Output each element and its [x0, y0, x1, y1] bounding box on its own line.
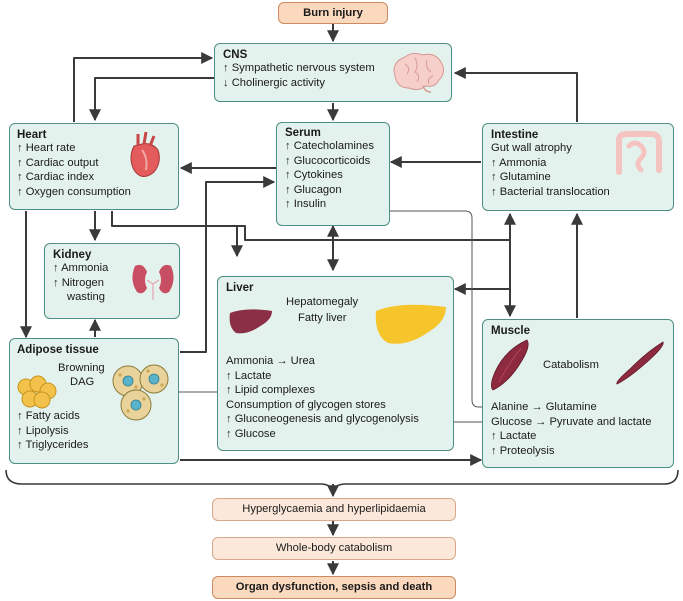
- arrow-intestine-to-cns: [453, 67, 578, 122]
- adipose-title: Adipose tissue: [17, 344, 99, 356]
- serum-line: ↑ Cytokines: [285, 169, 343, 182]
- heart-line: ↑ Heart rate: [17, 142, 76, 154]
- heart-organ-icon: [130, 131, 160, 177]
- cns-line: ↑ Sympathetic nervous system: [223, 62, 375, 74]
- liver-box: Liver Hepatomegaly Fatty liver Ammonia →…: [217, 276, 454, 451]
- intestine-title: Intestine: [491, 129, 539, 141]
- liver-line: ↑ Lactate: [226, 369, 272, 382]
- muscle-catabolism-label: Catabolism: [543, 359, 599, 371]
- outcome-box-final: Organ dysfunction, sepsis and death: [212, 576, 456, 599]
- kidney-icon: [132, 264, 174, 300]
- kidney-line: ↑ Nitrogen: [53, 276, 104, 289]
- heart-line: ↑ Oxygen consumption: [17, 185, 131, 198]
- heart-line: ↑ Cardiac index: [17, 171, 95, 184]
- liver-line: Consumption of glycogen stores: [226, 398, 386, 411]
- brain-icon: [393, 52, 445, 93]
- muscle-line: ↑ Lactate: [491, 430, 537, 443]
- burn-injury-box: Burn injury: [278, 2, 388, 24]
- arrow-cns-to-heart: [89, 77, 214, 122]
- adipose-line: ↑ Lipolysis: [17, 424, 69, 437]
- adipose-dag-label: DAG: [70, 376, 95, 388]
- muscle-line: Alanine → Glutamine: [491, 401, 597, 413]
- outcome-label: Whole-body catabolism: [275, 542, 393, 554]
- adipose-line: ↑ Triglycerides: [17, 439, 89, 452]
- liver-line: ↑ Glucose: [226, 427, 276, 440]
- intestine-box: Intestine Gut wall atrophy ↑ Ammonia ↑ G…: [482, 123, 674, 211]
- liver-icon: [229, 309, 272, 334]
- adipose-box: Adipose tissue Browning DAG ↑ Fatty acid…: [9, 338, 179, 464]
- outcome-box: Whole-body catabolism: [212, 537, 456, 560]
- serum-line: ↑ Catecholamines: [285, 140, 374, 152]
- intestine-line: ↑ Glutamine: [491, 171, 551, 184]
- serum-box: Serum ↑ Catecholamines ↑ Glucocorticoids…: [276, 122, 390, 226]
- serum-line: ↑ Glucocorticoids: [285, 154, 371, 167]
- serum-line: ↑ Insulin: [285, 198, 327, 211]
- atrophied-muscle-icon: [616, 341, 664, 385]
- arrow-adipose-to-serum: [180, 176, 276, 353]
- burn-injury-label: Burn injury: [303, 7, 363, 19]
- arrow-heart-to-muscle: [237, 225, 516, 318]
- serum-title: Serum: [285, 127, 321, 139]
- kidney-title: Kidney: [53, 249, 92, 261]
- liver-title: Liver: [226, 282, 254, 294]
- muscle-box: Muscle Catabolism Alanine → Glutamine Gl…: [482, 319, 674, 468]
- heart-box: Heart ↑ Heart rate ↑ Cardiac output ↑ Ca…: [9, 123, 179, 210]
- arrow-heart-to-cns: [73, 52, 214, 122]
- cns-box: CNS ↑ Sympathetic nervous system ↓ Choli…: [214, 43, 452, 102]
- liver-fatty-liver-label: Fatty liver: [298, 312, 347, 324]
- kidney-line: ↑ Ammonia: [53, 262, 109, 274]
- adipocyte-icon: [112, 364, 169, 421]
- cns-title: CNS: [223, 49, 248, 61]
- liver-line: ↑ Lipid complexes: [226, 384, 315, 397]
- serum-line: ↑ Glucagon: [285, 183, 342, 196]
- adipose-browning-label: Browning: [58, 362, 105, 374]
- kidney-box: Kidney ↑ Ammonia ↑ Nitrogen wasting: [44, 243, 180, 319]
- intestine-line: Gut wall atrophy: [491, 142, 572, 154]
- outcome-box: Hyperglycaemia and hyperlipidaemia: [212, 498, 456, 521]
- insulin-connector: [338, 210, 492, 410]
- liver-line: Ammonia → Urea: [226, 355, 315, 367]
- liver-line: ↑ Gluconeogenesis and glycogenolysis: [226, 413, 419, 426]
- heart-line: ↑ Cardiac output: [17, 156, 99, 169]
- outcome-label: Hyperglycaemia and hyperlipidaemia: [242, 503, 426, 515]
- muscle-icon: [491, 339, 529, 391]
- muscle-title: Muscle: [491, 325, 530, 337]
- intestine-line: ↑ Bacterial translocation: [491, 185, 610, 198]
- heart-title: Heart: [17, 129, 47, 141]
- muscle-line: Glucose → Pyruvate and lactate: [491, 415, 652, 428]
- bracket: [5, 469, 679, 495]
- intestine-line: ↑ Ammonia: [491, 156, 547, 169]
- liver-hepatomegaly-label: Hepatomegaly: [286, 296, 359, 308]
- kidney-line: wasting: [67, 291, 105, 304]
- arrow-heart-to-liver: [111, 211, 238, 254]
- fat-cells-icon: [17, 375, 57, 409]
- cns-line: ↓ Cholinergic activity: [223, 76, 325, 89]
- adipose-line: ↑ Fatty acids: [17, 410, 80, 422]
- fatty-liver-icon: [375, 304, 446, 344]
- muscle-line: ↑ Proteolysis: [491, 444, 555, 457]
- outcome-label: Organ dysfunction, sepsis and death: [235, 581, 433, 593]
- intestine-icon: [616, 131, 662, 175]
